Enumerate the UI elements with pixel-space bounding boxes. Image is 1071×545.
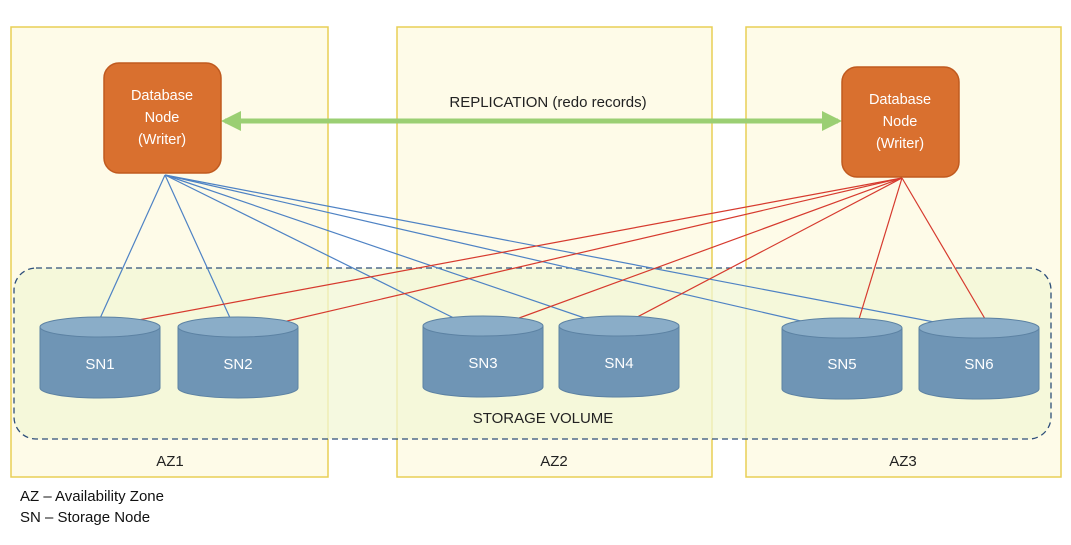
writer1-arrow-sn1 [96,174,166,326]
writer1-arrow-sn2 [164,174,237,332]
writer2-arrow-sn2 [256,177,903,331]
writer1-write-arrows [96,174,982,334]
svg-text:Database: Database [869,92,931,108]
writer2-write-arrows [116,177,992,331]
writer2-arrow-sn6 [901,177,992,330]
storage-node-sn2: SN2 [177,316,299,399]
az2-label: AZ2 [540,453,568,470]
writer1-arrow-sn3 [164,174,475,329]
database-node-writer-az1: Database Node (Writer) [103,62,222,174]
legend-az: AZ – Availability Zone [20,488,164,505]
writer1-arrow-sn6 [164,174,982,334]
svg-text:SN5: SN5 [827,356,856,373]
legend-sn: SN – Storage Node [20,509,151,526]
storage-node-sn3: SN3 [422,315,544,398]
svg-text:SN2: SN2 [223,356,252,373]
svg-text:(Writer): (Writer) [876,136,924,152]
writer2-arrow-sn1 [116,177,903,327]
svg-text:Node: Node [145,110,180,126]
storage-node-sn5: SN5 [781,317,903,400]
storage-node-sn6: SN6 [918,317,1040,400]
svg-text:SN6: SN6 [964,356,993,373]
writer2-arrow-sn4 [621,177,903,326]
svg-text:SN1: SN1 [85,356,114,373]
replication-label: REPLICATION (redo records) [449,94,646,111]
svg-text:(Writer): (Writer) [138,132,186,148]
svg-text:Database: Database [131,88,193,104]
database-node-writer-az3: Database Node (Writer) [841,66,960,178]
legend: AZ – Availability Zone SN – Storage Node [20,486,164,528]
storage-node-sn4: SN4 [558,315,680,398]
svg-text:SN3: SN3 [468,355,497,372]
svg-text:Node: Node [883,114,918,130]
writer2-arrow-sn3 [499,177,903,327]
storage-node-sn1: SN1 [39,316,161,399]
az3-label: AZ3 [889,453,917,470]
az1-label: AZ1 [156,453,184,470]
storage-volume-label: STORAGE VOLUME [473,410,614,427]
writer2-arrow-sn5 [854,177,903,330]
writer1-arrow-sn4 [164,174,612,329]
svg-text:SN4: SN4 [604,355,633,372]
